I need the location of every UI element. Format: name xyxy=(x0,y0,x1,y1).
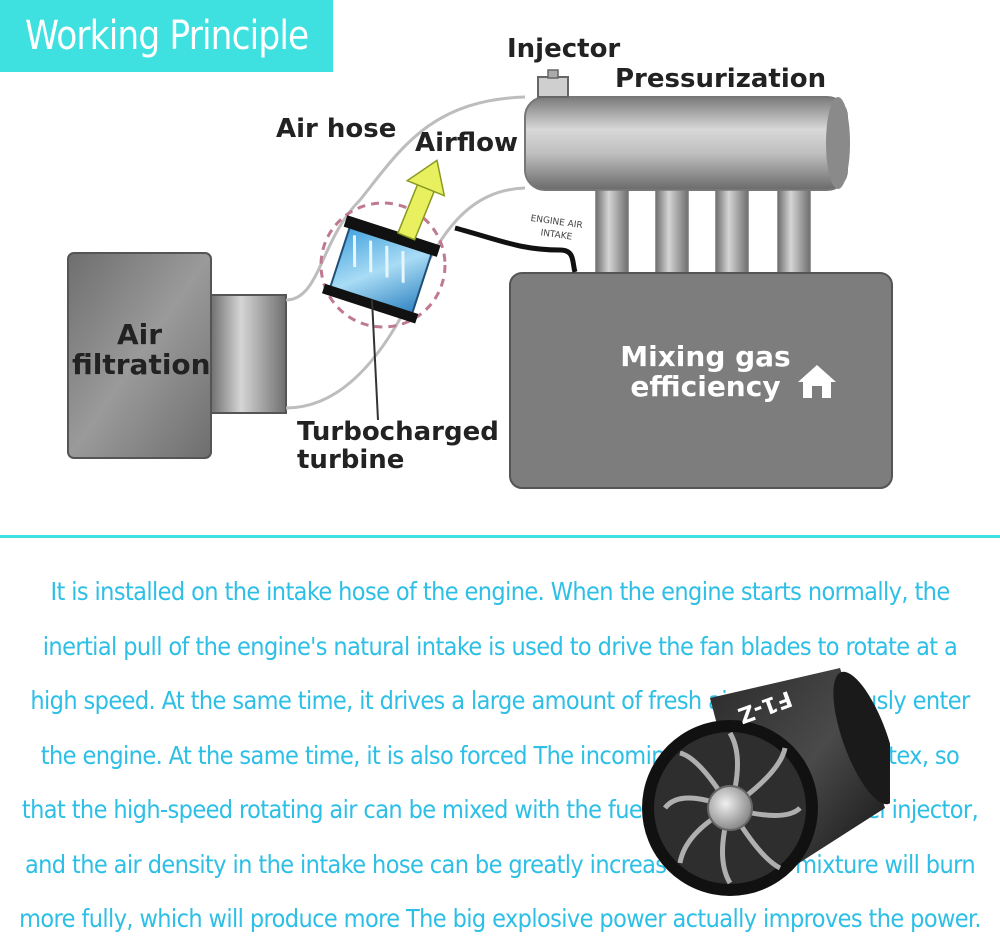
runner-pipe xyxy=(655,189,689,276)
runner-pipe xyxy=(777,189,811,276)
label-turbocharged-turbine: Turbocharged turbine xyxy=(297,418,499,474)
engine-air-tag: ENGINE AIR xyxy=(530,214,583,231)
label-injector: Injector xyxy=(507,34,621,64)
turbine-leader xyxy=(371,299,379,421)
turbo-fan-product-image: F1-Z xyxy=(642,668,890,896)
manifold-cylinder xyxy=(524,96,848,191)
label-airflow: Airflow xyxy=(415,128,519,158)
turbine-highlight xyxy=(319,201,447,329)
airflow-arrow-icon xyxy=(396,159,446,241)
title-badge: Working Principle xyxy=(0,0,333,72)
label-mixing-line2: efficiency xyxy=(630,370,781,403)
label-turbine-line2: turbine xyxy=(297,445,405,475)
engine-diagram: ENGINE AIR INTAKE xyxy=(67,69,893,489)
page-title: Working Principle xyxy=(24,13,309,59)
section-divider xyxy=(0,535,1000,538)
injector-cap xyxy=(537,76,569,98)
air-hose-upper xyxy=(285,95,526,302)
label-mixing-gas-efficiency: Mixing gas efficiency xyxy=(618,342,793,402)
label-air-filtration: Air filtration xyxy=(72,318,211,381)
engine-block xyxy=(509,272,893,489)
label-mixing-line1: Mixing gas xyxy=(620,340,791,373)
label-air-filtration-line1: Air xyxy=(116,318,163,351)
description-paragraph: It is installed on the intake hose of th… xyxy=(19,577,981,933)
label-air-hose: Air hose xyxy=(276,114,397,144)
svg-text:INTAKE: INTAKE xyxy=(540,228,573,242)
runner-pipe xyxy=(715,189,749,276)
label-pressurization: Pressurization xyxy=(615,64,827,94)
air-filter-outlet xyxy=(210,294,287,414)
runner-pipe xyxy=(595,189,629,276)
engine-cable xyxy=(454,225,578,273)
home-icon xyxy=(798,365,836,398)
turbine-icon xyxy=(321,215,441,324)
label-air-filtration-line2: filtration xyxy=(72,348,211,381)
label-turbine-line1: Turbocharged xyxy=(297,417,499,447)
